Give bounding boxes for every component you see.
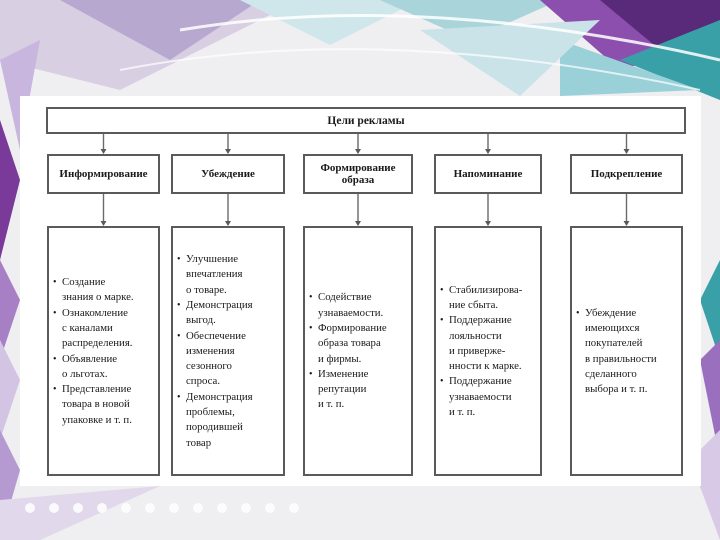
category-detail-box: Содействие узнаваемости.Формирование обр… bbox=[303, 226, 413, 476]
detail-item: Улучшение впечатления о товаре. bbox=[177, 252, 280, 298]
category-header: Убеждение bbox=[171, 154, 285, 194]
category-name: Подкрепление bbox=[590, 168, 663, 180]
arrow-head bbox=[355, 149, 361, 154]
category-detail-box: Стабилизирова- ние сбыта.Поддержание лоя… bbox=[434, 226, 542, 476]
detail-item: Ознакомление с каналами распределения. bbox=[53, 306, 155, 352]
arrow-head bbox=[100, 149, 107, 154]
detail-item: Содействие узнаваемости. bbox=[309, 290, 408, 321]
arrow-head bbox=[225, 221, 231, 226]
detail-item: Представление товара в новой упаковке и … bbox=[53, 382, 155, 428]
category-name: Убеждение bbox=[201, 168, 255, 180]
detail-item: Обеспечение изменения сезонного спроса. bbox=[177, 329, 280, 390]
category-name: Формирование образа bbox=[320, 162, 396, 186]
category-header: Подкрепление bbox=[570, 154, 683, 194]
arrow-head bbox=[485, 149, 491, 154]
detail-list: Стабилизирова- ние сбыта.Поддержание лоя… bbox=[440, 283, 537, 421]
connector-lines bbox=[100, 134, 630, 226]
detail-list: Создание знания о марке.Ознакомление с к… bbox=[53, 275, 155, 428]
diagram-title-box: Цели рекламы bbox=[46, 107, 686, 134]
detail-item: Стабилизирова- ние сбыта. bbox=[440, 283, 537, 314]
category-name: Информирование bbox=[59, 168, 148, 180]
arrow-head bbox=[623, 149, 630, 154]
arrow-head bbox=[355, 221, 361, 226]
arrow-head bbox=[623, 221, 630, 226]
category-header: Напоминание bbox=[434, 154, 542, 194]
category-detail-box: Убеждение имеющихся покупателей в правил… bbox=[570, 226, 683, 476]
detail-item: Объявление о льготах. bbox=[53, 352, 155, 383]
arrow-head bbox=[225, 149, 231, 154]
arrow-head bbox=[485, 221, 491, 226]
detail-item: Убеждение имеющихся покупателей в правил… bbox=[576, 306, 678, 398]
detail-item: Поддержание узнаваемости и т. п. bbox=[440, 374, 537, 420]
detail-list: Содействие узнаваемости.Формирование обр… bbox=[309, 290, 408, 412]
category-header: Информирование bbox=[47, 154, 160, 194]
detail-item: Демонстрация выгод. bbox=[177, 298, 280, 329]
category-header: Формирование образа bbox=[303, 154, 413, 194]
category-detail-box: Улучшение впечатления о товаре.Демонстра… bbox=[171, 226, 285, 476]
diagram-title: Цели рекламы bbox=[327, 114, 405, 127]
detail-list: Улучшение впечатления о товаре.Демонстра… bbox=[177, 252, 280, 451]
detail-item: Демонстрация проблемы, породившей товар bbox=[177, 390, 280, 451]
detail-item: Поддержание лояльности и приверже- нност… bbox=[440, 313, 537, 374]
arrow-head bbox=[100, 221, 107, 226]
category-name: Напоминание bbox=[453, 168, 523, 180]
detail-item: Изменение репутации и т. п. bbox=[309, 367, 408, 413]
category-detail-box: Создание знания о марке.Ознакомление с к… bbox=[47, 226, 160, 476]
detail-list: Убеждение имеющихся покупателей в правил… bbox=[576, 306, 678, 398]
detail-item: Формирование образа товара и фирмы. bbox=[309, 321, 408, 367]
detail-item: Создание знания о марке. bbox=[53, 275, 155, 306]
